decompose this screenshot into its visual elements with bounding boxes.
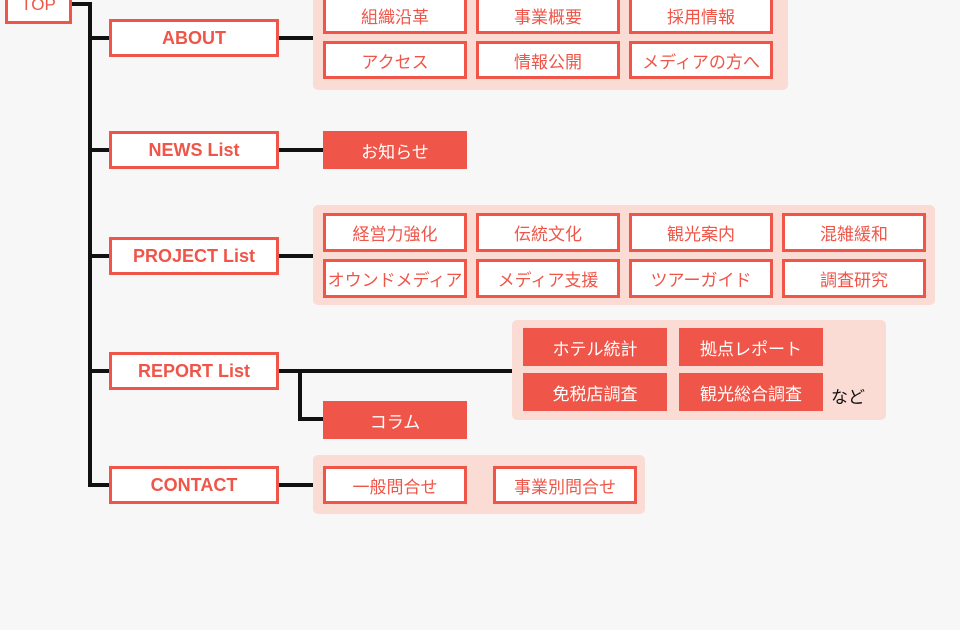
connector-top-stub bbox=[70, 2, 92, 6]
contact-node[interactable]: CONTACT bbox=[109, 466, 279, 504]
project-item-owned-media[interactable]: オウンドメディア bbox=[323, 259, 467, 298]
tree-trunk bbox=[88, 2, 92, 487]
project-item-tour-guide[interactable]: ツアーガイド bbox=[629, 259, 773, 298]
about-item-media[interactable]: メディアの方へ bbox=[629, 41, 773, 79]
project-list-node[interactable]: PROJECT List bbox=[109, 237, 279, 275]
connector-project-items bbox=[278, 254, 314, 258]
project-item-congestion[interactable]: 混雑緩和 bbox=[782, 213, 926, 252]
connector-about bbox=[88, 36, 110, 40]
connector-report-column bbox=[298, 417, 324, 421]
connector-report-items bbox=[278, 369, 514, 373]
about-item-disclosure[interactable]: 情報公開 bbox=[476, 41, 620, 79]
connector-news-items bbox=[278, 148, 324, 152]
news-item-notices[interactable]: お知らせ bbox=[323, 131, 467, 169]
connector-news bbox=[88, 148, 110, 152]
report-etc-note: など bbox=[831, 388, 865, 408]
connector-report-column-vertical bbox=[298, 369, 302, 421]
connector-project bbox=[88, 254, 110, 258]
report-column[interactable]: コラム bbox=[323, 401, 467, 439]
report-item-hotel-stats[interactable]: ホテル統計 bbox=[523, 328, 667, 366]
about-item-access[interactable]: アクセス bbox=[323, 41, 467, 79]
report-item-base-report[interactable]: 拠点レポート bbox=[679, 328, 823, 366]
project-item-traditional-culture[interactable]: 伝統文化 bbox=[476, 213, 620, 252]
connector-report bbox=[88, 369, 110, 373]
news-list-node[interactable]: NEWS List bbox=[109, 131, 279, 169]
about-item-recruitment[interactable]: 採用情報 bbox=[629, 0, 773, 34]
contact-item-by-business[interactable]: 事業別問合せ bbox=[493, 466, 637, 504]
about-item-business-overview[interactable]: 事業概要 bbox=[476, 0, 620, 34]
project-item-management[interactable]: 経営力強化 bbox=[323, 213, 467, 252]
project-item-research[interactable]: 調査研究 bbox=[782, 259, 926, 298]
top-node[interactable]: TOP bbox=[5, 0, 72, 24]
report-item-tourism-survey[interactable]: 観光総合調査 bbox=[679, 373, 823, 411]
contact-item-general[interactable]: 一般問合せ bbox=[323, 466, 467, 504]
about-item-history[interactable]: 組織沿革 bbox=[323, 0, 467, 34]
about-node[interactable]: ABOUT bbox=[109, 19, 279, 57]
project-item-media-support[interactable]: メディア支援 bbox=[476, 259, 620, 298]
report-list-node[interactable]: REPORT List bbox=[109, 352, 279, 390]
report-item-duty-free[interactable]: 免税店調査 bbox=[523, 373, 667, 411]
connector-contact bbox=[88, 483, 110, 487]
connector-about-items bbox=[278, 36, 314, 40]
project-item-tourist-info[interactable]: 観光案内 bbox=[629, 213, 773, 252]
connector-contact-items bbox=[278, 483, 314, 487]
